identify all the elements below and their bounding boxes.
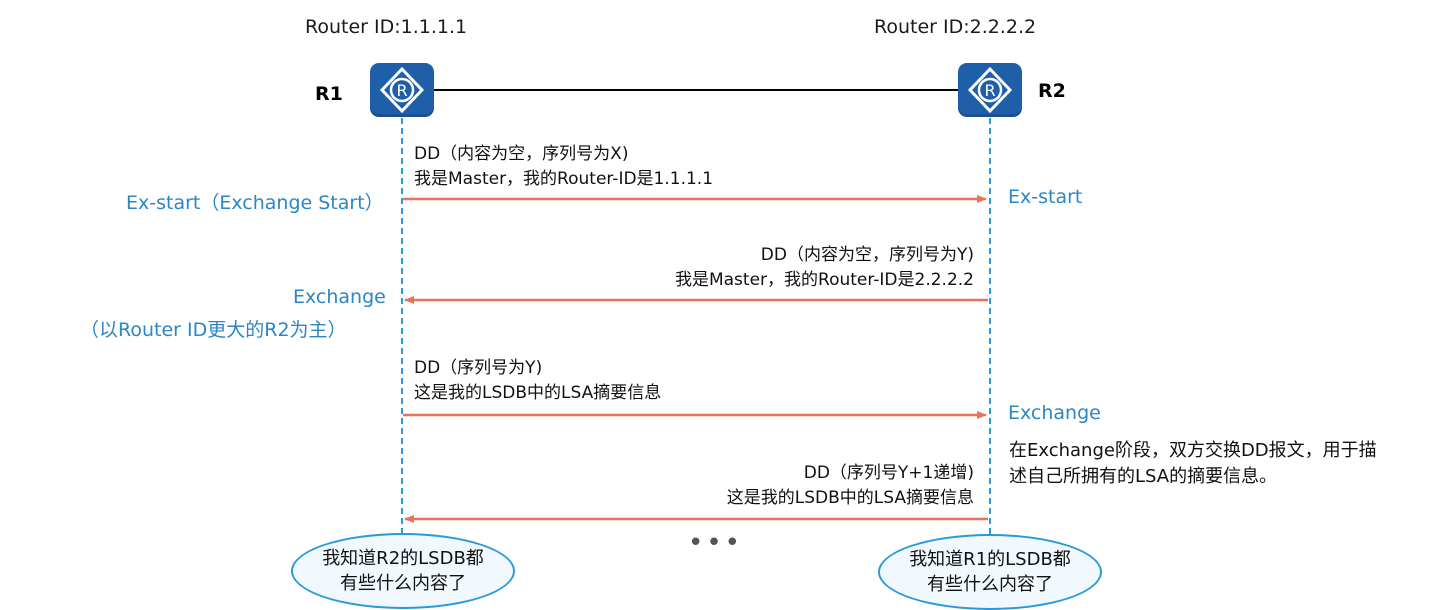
message-1: DD（内容为空，序列号为X) 我是Master，我的Router-ID是1.1.… xyxy=(414,142,713,192)
svg-text:R: R xyxy=(984,81,995,100)
state-r1-exstart: Ex-start（Exchange Start） xyxy=(126,192,384,214)
router-id-r1: Router ID:1.1.1.1 xyxy=(305,16,468,38)
message-1-line1: DD（内容为空，序列号为X) xyxy=(414,144,629,164)
router-icon: R xyxy=(958,63,1022,117)
message-4: DD（序列号Y+1递增) 这是我的LSDB中的LSA摘要信息 xyxy=(727,461,974,511)
svg-text:R: R xyxy=(396,81,407,100)
message-4-line1: DD（序列号Y+1递增) xyxy=(803,463,974,483)
router-icon: R xyxy=(370,63,434,117)
message-4-line2: 这是我的LSDB中的LSA摘要信息 xyxy=(726,488,974,508)
router-icon-r1-glyph: R xyxy=(379,66,425,114)
message-3-line2: 这是我的LSDB中的LSA摘要信息 xyxy=(414,383,662,403)
message-2-line2: 我是Master，我的Router-ID是2.2.2.2 xyxy=(674,270,974,290)
message-3-line1: DD（序列号为Y) xyxy=(414,358,543,378)
exchange-description: 在Exchange阶段，双方交换DD报文，用于描述自己所拥有的LSA的摘要信息。 xyxy=(1009,440,1377,487)
router-name-r1: R1 xyxy=(315,83,343,105)
state-r1-exchange: Exchange xyxy=(293,286,386,308)
message-3: DD（序列号为Y) 这是我的LSDB中的LSA摘要信息 xyxy=(414,356,661,406)
router-id-r2: Router ID:2.2.2.2 xyxy=(874,16,1037,38)
bubble-r2: 我知道R1的LSDB都有些什么内容了 xyxy=(878,534,1102,610)
router-name-r2: R2 xyxy=(1038,80,1066,102)
bubble-r1-text: 我知道R2的LSDB都有些什么内容了 xyxy=(322,548,484,594)
state-r2-exstart: Ex-start xyxy=(1008,186,1083,208)
bubble-r2-text: 我知道R1的LSDB都有些什么内容了 xyxy=(909,549,1071,595)
state-r1-exchange-note: （以Router ID更大的R2为主） xyxy=(80,319,347,341)
state-r2-exchange: Exchange xyxy=(1008,402,1101,424)
message-2-line1: DD（内容为空，序列号为Y) xyxy=(760,245,974,265)
message-2: DD（内容为空，序列号为Y) 我是Master，我的Router-ID是2.2.… xyxy=(675,243,974,293)
message-1-line2: 我是Master，我的Router-ID是1.1.1.1 xyxy=(414,169,714,189)
bubble-r1: 我知道R2的LSDB都有些什么内容了 xyxy=(291,533,515,609)
ellipsis: ••• xyxy=(688,528,744,558)
router-icon-r2-glyph: R xyxy=(967,66,1013,114)
